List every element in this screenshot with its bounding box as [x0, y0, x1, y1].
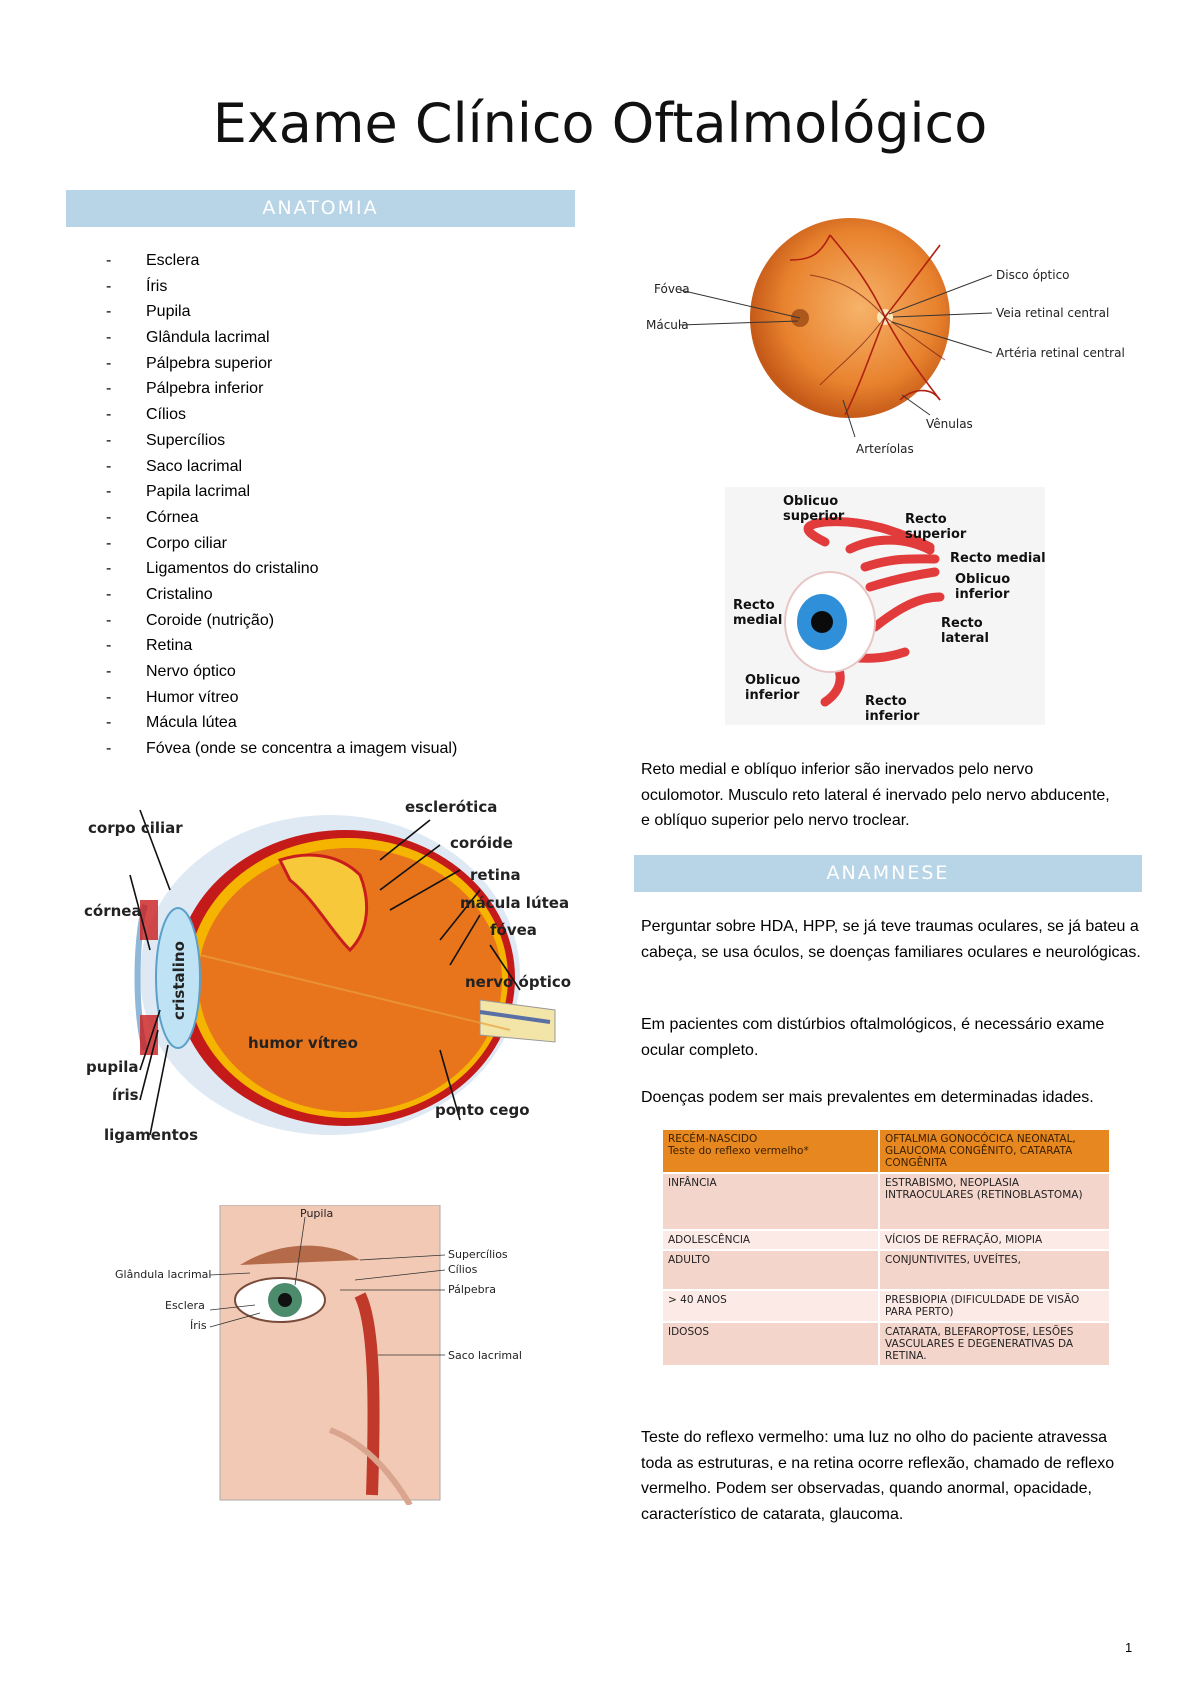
age-disease-table: RECÉM-NASCIDO Teste do reflexo vermelho*… — [663, 1130, 1111, 1367]
fundus-label: Arteríolas — [856, 442, 914, 456]
table-header-row: RECÉM-NASCIDO Teste do reflexo vermelho*… — [663, 1130, 1111, 1174]
muscle-label: medial — [733, 613, 782, 628]
list-item: Corpo ciliar — [106, 531, 457, 557]
table-row: ADULTO CONJUNTIVITES, UVEÍTES, — [663, 1250, 1111, 1291]
table-row: IDOSOS CATARATA, BLEFAROPTOSE, LESÕES VA… — [663, 1322, 1111, 1367]
face-label: Esclera — [165, 1299, 205, 1312]
table-cell: ADULTO — [663, 1250, 880, 1291]
list-item: Coroide (nutrição) — [106, 608, 457, 634]
muscle-label: inferior — [745, 688, 800, 703]
table-cell: CONJUNTIVITES, UVEÍTES, — [879, 1250, 1111, 1291]
list-item: Humor vítreo — [106, 685, 457, 711]
eye-section-label: pupila — [86, 1058, 139, 1076]
eye-section-label: mácula lútea — [460, 894, 569, 912]
muscle-label: Recto — [733, 598, 775, 613]
face-label: Íris — [190, 1319, 207, 1332]
red-reflex-text: Teste do reflexo vermelho: uma luz no ol… — [641, 1429, 1115, 1523]
list-item: Cristalino — [106, 582, 457, 608]
list-item: Supercílios — [106, 428, 457, 454]
eye-section-label: ponto cego — [435, 1101, 530, 1119]
eye-section-label: coróide — [450, 834, 513, 852]
eye-section-label: corpo ciliar — [88, 819, 183, 837]
table-row: > 40 ANOS PRESBIOPIA (DIFICULDADE DE VIS… — [663, 1290, 1111, 1323]
table-cell: ADOLESCÊNCIA — [663, 1230, 880, 1251]
muscle-label: Oblicuo — [783, 494, 838, 509]
anamnese-paragraph: Perguntar sobre HDA, HPP, se já teve tra… — [641, 918, 1141, 961]
eye-section-label: íris — [112, 1086, 139, 1104]
table-cell: > 40 ANOS — [663, 1290, 880, 1323]
table-cell: IDOSOS — [663, 1322, 880, 1367]
muscle-label: lateral — [941, 631, 989, 646]
list-item: Esclera — [106, 248, 457, 274]
face-label: Pálpebra — [448, 1283, 496, 1296]
face-label: Cílios — [448, 1263, 478, 1276]
table-header-cell: OFTALMIA GONOCÓCICA NEONATAL, GLAUCOMA C… — [879, 1130, 1111, 1174]
list-item: Íris — [106, 274, 457, 300]
muscle-label: Oblicuo — [955, 572, 1010, 587]
list-item: Pupila — [106, 299, 457, 325]
muscle-label: Recto — [941, 616, 983, 631]
fundus-label: Fóvea — [654, 282, 690, 296]
list-item: Pálpebra superior — [106, 351, 457, 377]
table-row: INFÂNCIA ESTRABISMO, NEOPLASIA INTRAOCUL… — [663, 1173, 1111, 1231]
muscle-label: superior — [783, 509, 845, 524]
list-item: Nervo óptico — [106, 659, 457, 685]
list-item: Papila lacrimal — [106, 479, 457, 505]
list-item: Saco lacrimal — [106, 454, 457, 480]
list-item: Mácula lútea — [106, 710, 457, 736]
eye-section-label: córnea — [84, 902, 142, 920]
muscle-label: inferior — [865, 709, 920, 724]
table-cell: CATARATA, BLEFAROPTOSE, LESÕES VASCULARE… — [879, 1322, 1111, 1367]
fundus-label: Artéria retinal central — [996, 346, 1125, 360]
muscle-label: Oblicuo — [745, 673, 800, 688]
eye-section-label: nervo óptico — [465, 973, 571, 991]
eye-section-label: cristalino — [170, 941, 188, 1020]
table-cell: ESTRABISMO, NEOPLASIA INTRAOCULARES (RET… — [879, 1173, 1111, 1231]
eye-section-label: retina — [470, 866, 521, 884]
lacrimal-diagram: Pupila Glândula lacrimal Esclera Íris Su… — [115, 1205, 522, 1505]
muscle-label: Recto — [865, 694, 907, 709]
table-header-cell: RECÉM-NASCIDO Teste do reflexo vermelho* — [663, 1130, 880, 1174]
muscle-label: Recto — [905, 512, 947, 527]
list-item: Fóvea (onde se concentra a imagem visual… — [106, 736, 457, 762]
table-row: ADOLESCÊNCIA VÍCIOS DE REFRAÇÃO, MIOPIA — [663, 1230, 1111, 1251]
anatomy-section-header: ANATOMIA — [66, 190, 575, 227]
list-item: Cílios — [106, 402, 457, 428]
eye-section-label: esclerótica — [405, 798, 497, 816]
list-item: Pálpebra inferior — [106, 376, 457, 402]
muscle-label: inferior — [955, 587, 1010, 602]
anamnese-section-header: ANAMNESE — [634, 855, 1142, 892]
eye-section-diagram: esclerótica coróide retina mácula lútea … — [84, 798, 571, 1144]
list-item: Glândula lacrimal — [106, 325, 457, 351]
muscle-label: superior — [905, 527, 967, 542]
table-cell: INFÂNCIA — [663, 1173, 880, 1231]
fundus-label: Vênulas — [926, 417, 973, 431]
fundus-diagram: Fóvea Mácula Disco óptico Veia retinal c… — [646, 218, 1125, 456]
face-label: Saco lacrimal — [448, 1349, 522, 1362]
muscle-label: Recto medial — [950, 551, 1045, 566]
table-cell: PRESBIOPIA (DIFICULDADE DE VISÃO PARA PE… — [879, 1290, 1111, 1323]
eye-muscles-diagram: Oblicuo superior Recto superior Recto me… — [725, 487, 1045, 725]
fundus-label: Disco óptico — [996, 268, 1070, 282]
anamnese-paragraph: Em pacientes com distúrbios oftalmológic… — [641, 1016, 1105, 1059]
eye-section-label: fóvea — [490, 921, 537, 939]
page-title: Exame Clínico Oftalmológico — [212, 92, 988, 155]
page-number: 1 — [1125, 1640, 1133, 1655]
anatomy-list: Esclera Íris Pupila Glândula lacrimal Pá… — [106, 248, 457, 762]
list-item: Córnea — [106, 505, 457, 531]
face-label: Pupila — [300, 1207, 333, 1220]
anamnese-paragraph: Doenças podem ser mais prevalentes em de… — [641, 1089, 1094, 1106]
list-item: Ligamentos do cristalino — [106, 556, 457, 582]
eye-section-label: ligamentos — [104, 1126, 198, 1144]
table-cell: VÍCIOS DE REFRAÇÃO, MIOPIA — [879, 1230, 1111, 1251]
eye-section-label: humor vítreo — [248, 1034, 358, 1052]
muscle-innervation-text: Reto medial e oblíquo inferior são inerv… — [641, 761, 1110, 829]
fundus-label: Veia retinal central — [996, 306, 1109, 320]
list-item: Retina — [106, 633, 457, 659]
fundus-label: Mácula — [646, 318, 689, 332]
face-label: Glândula lacrimal — [115, 1268, 211, 1281]
face-label: Supercílios — [448, 1248, 508, 1261]
